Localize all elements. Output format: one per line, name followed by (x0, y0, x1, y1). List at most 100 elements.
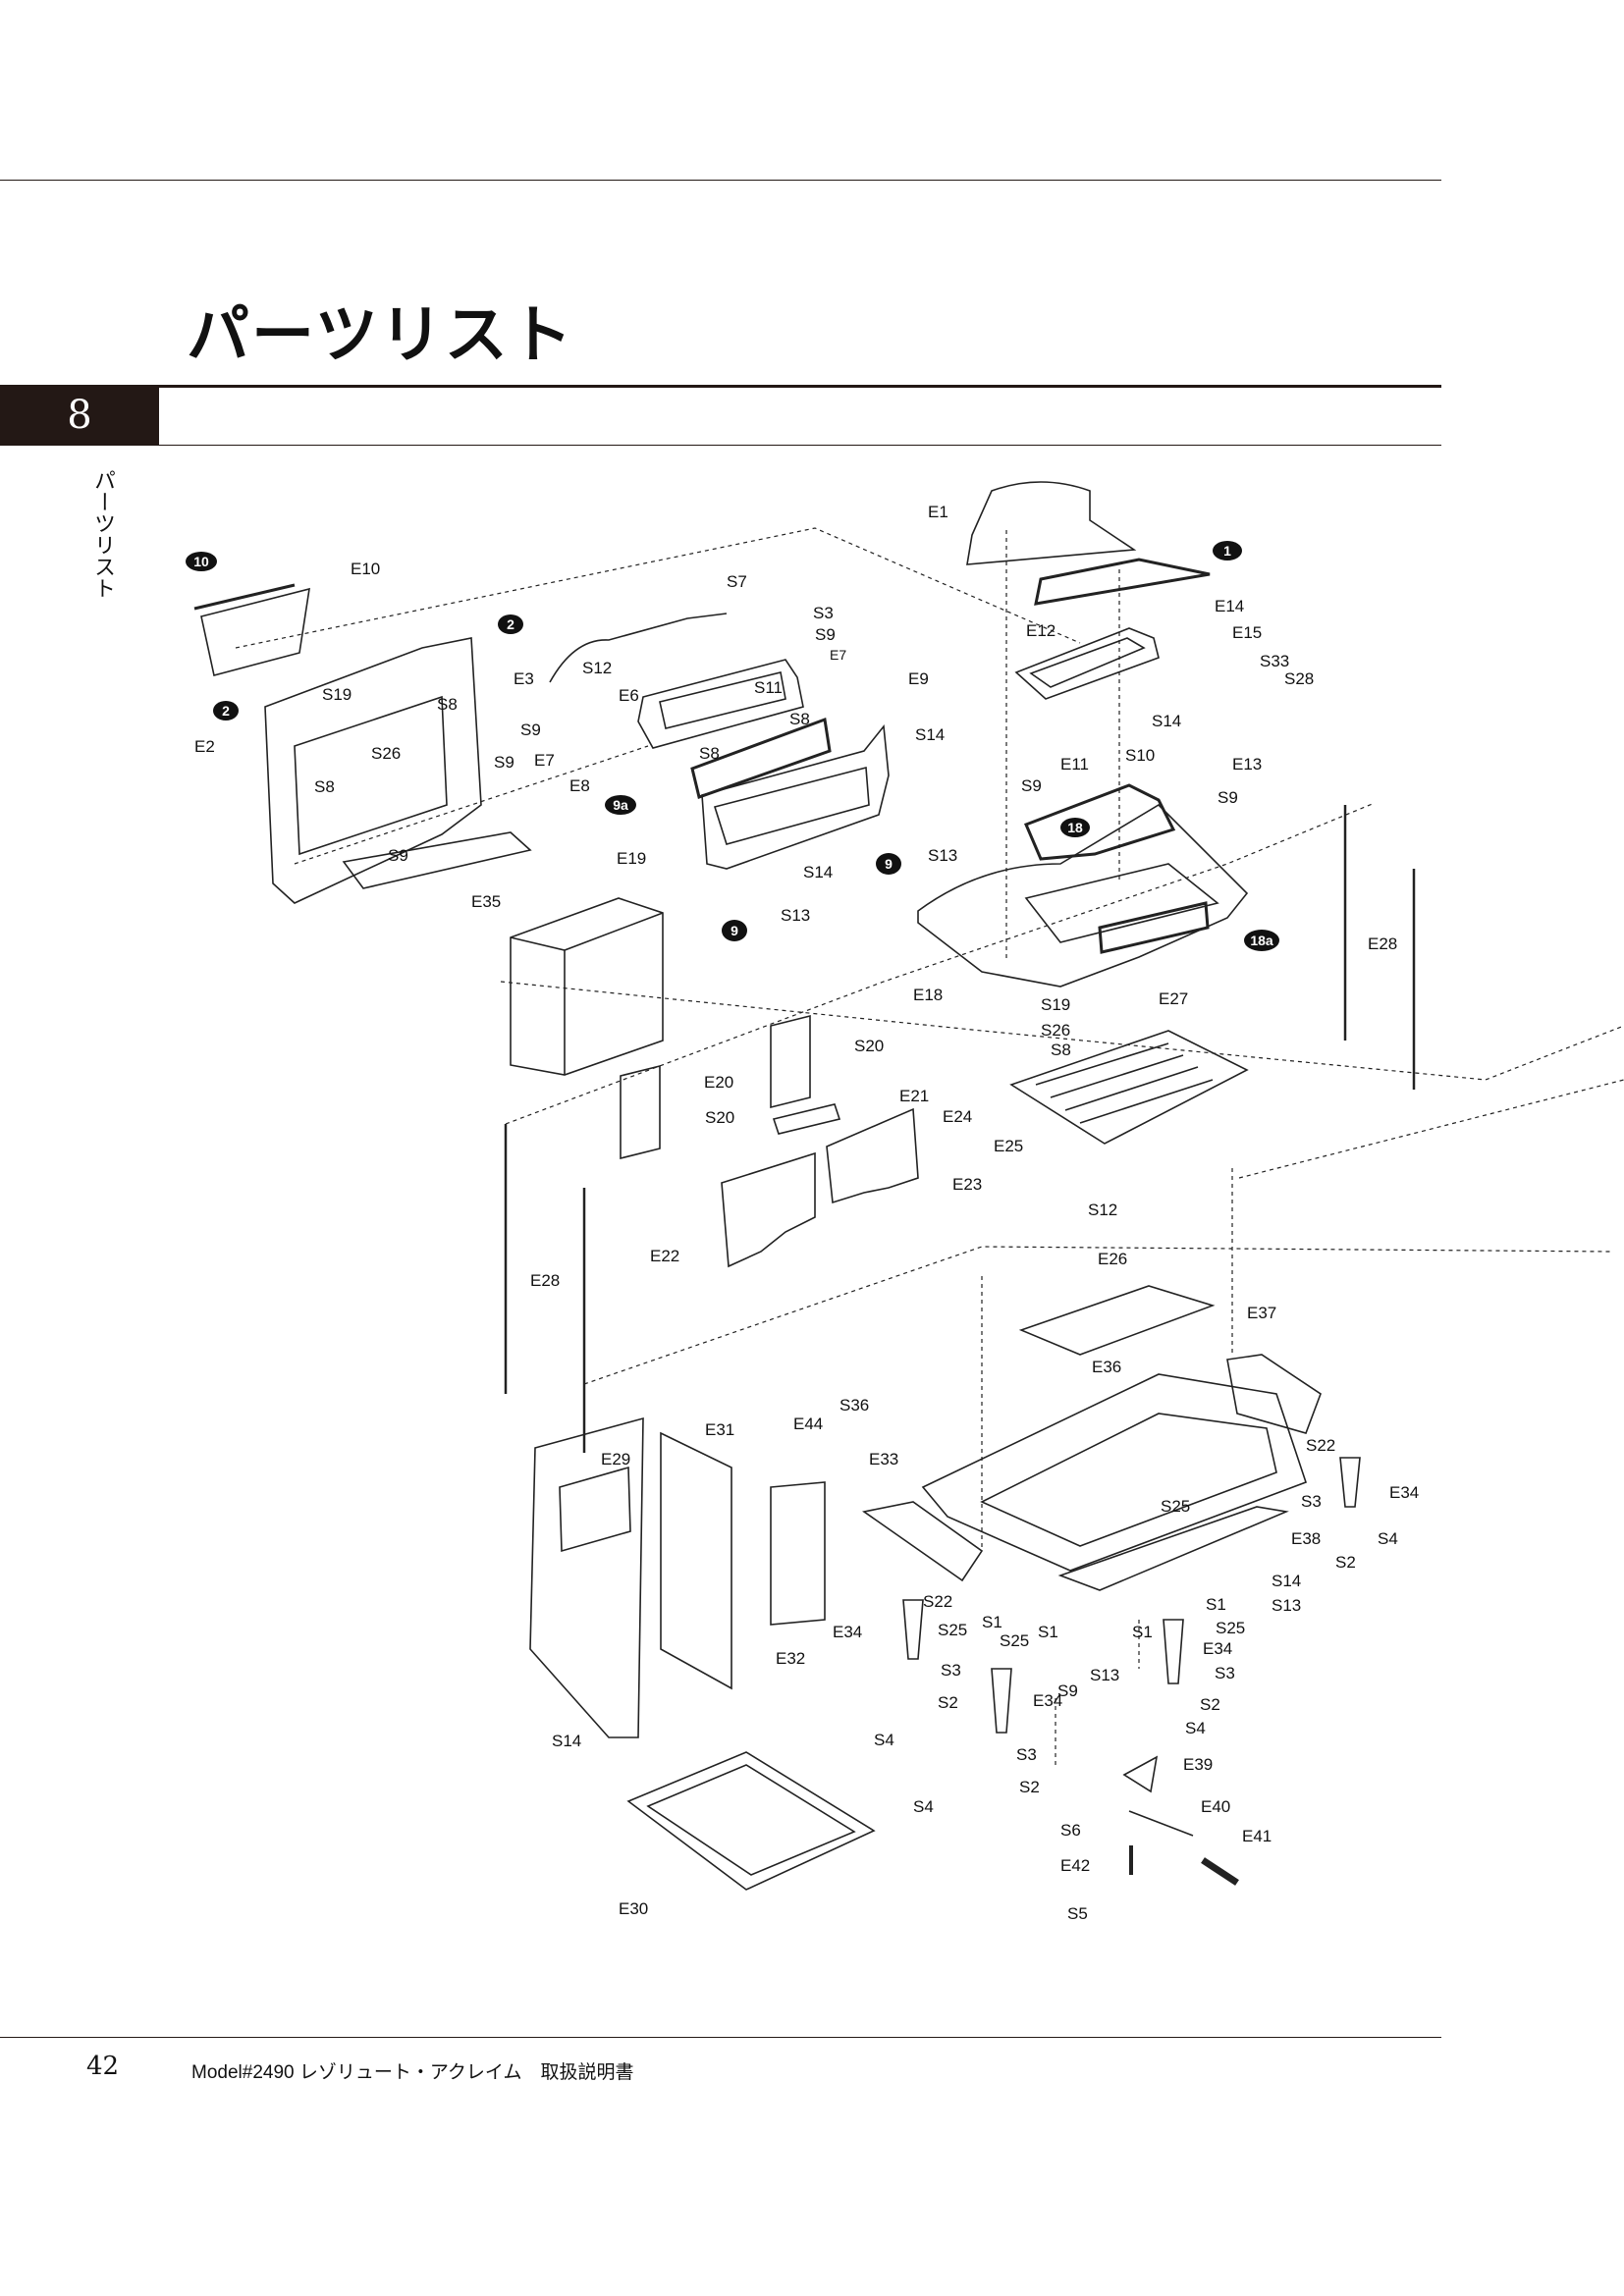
part-e32 (770, 1481, 826, 1626)
title-rule (159, 385, 1441, 388)
label-e23: E23 (952, 1175, 982, 1194)
part-e12 (1014, 627, 1160, 700)
label-s26: S26 (371, 744, 401, 763)
label-e41: E41 (1242, 1827, 1272, 1845)
label-e42: E42 (1060, 1856, 1090, 1875)
label-e39: E39 (1183, 1755, 1213, 1774)
label-e38: E38 (1291, 1529, 1321, 1548)
label-s22: S22 (923, 1592, 952, 1611)
label-s28: S28 (1284, 669, 1314, 688)
assembly-dashed-lines (235, 527, 1624, 1767)
label-s3: S3 (941, 1661, 961, 1680)
label-s14: S14 (803, 863, 833, 881)
label-s2: S2 (1019, 1778, 1040, 1796)
footer-text: Model#2490 レゾリュート・アクレイム 取扱説明書 (191, 2062, 634, 2083)
label-e32: E32 (776, 1649, 805, 1668)
label-e29: E29 (601, 1450, 630, 1468)
label-e27: E27 (1159, 989, 1188, 1008)
label-e13: E13 (1232, 755, 1262, 774)
label-s36: S36 (839, 1396, 869, 1415)
label-e3: E3 (514, 669, 534, 688)
label-s25: S25 (1216, 1619, 1245, 1637)
label-e19: E19 (617, 849, 646, 868)
label-s20: S20 (705, 1108, 734, 1127)
label-e44: E44 (793, 1415, 823, 1433)
label-s4: S4 (1378, 1529, 1398, 1548)
label-e8: E8 (569, 776, 590, 795)
label-s1: S1 (1206, 1595, 1226, 1614)
part-e40 (1128, 1810, 1194, 1837)
part-e1 (966, 481, 1137, 565)
part-e37 (1226, 1354, 1322, 1434)
part-e21 (772, 1103, 841, 1135)
label-s19: S19 (1041, 995, 1070, 1014)
label-e18: E18 (913, 986, 943, 1004)
label-s4: S4 (874, 1731, 894, 1749)
label-e30: E30 (619, 1899, 648, 1918)
label-s9: S9 (1021, 776, 1042, 795)
part-e23 (826, 1107, 919, 1204)
label-s2: S2 (938, 1693, 958, 1712)
label-e33: E33 (869, 1450, 898, 1468)
part-e8 (637, 659, 804, 749)
label-e14: E14 (1215, 597, 1244, 615)
label-s26: S26 (1041, 1021, 1070, 1040)
label-s3: S3 (1301, 1492, 1322, 1511)
side-tab-label: パーツリスト (90, 469, 115, 599)
page-number: 42 (86, 2052, 120, 2081)
label-e2: E2 (194, 737, 215, 756)
label-s8: S8 (789, 710, 810, 728)
part-e35 (342, 831, 532, 889)
label-s4: S4 (913, 1797, 934, 1816)
callout-badges: 10 2 2 9a 9 9 1 18 18a (186, 541, 1279, 951)
label-s6: S6 (1060, 1821, 1081, 1840)
part-e9 (701, 723, 890, 870)
label-e28: E28 (1368, 934, 1397, 953)
label-s14: S14 (1152, 712, 1181, 730)
part-e34b (991, 1668, 1012, 1734)
page-title: パーツリスト (187, 298, 574, 372)
label-e24: E24 (943, 1107, 972, 1126)
label-s9: S9 (1057, 1682, 1078, 1700)
label-e35: E35 (471, 892, 501, 911)
label-s14: S14 (1272, 1572, 1301, 1590)
section-rule (159, 445, 1441, 446)
badge-18: 18 (1067, 820, 1083, 835)
part-e10 (200, 587, 310, 676)
label-e20: E20 (704, 1073, 733, 1092)
label-s8: S8 (699, 744, 720, 763)
label-s12: S12 (582, 659, 612, 677)
label-s1: S1 (1038, 1623, 1058, 1641)
label-e28: E28 (530, 1271, 560, 1290)
label-e31: E31 (705, 1420, 734, 1439)
part-e36 (921, 1373, 1308, 1572)
label-s9: S9 (388, 846, 408, 865)
label-e11: E11 (1060, 755, 1089, 774)
label-e10: E10 (351, 560, 380, 578)
label-s9: S9 (520, 721, 541, 739)
label-e1: E1 (928, 503, 948, 521)
part-e30 (626, 1751, 876, 1891)
label-s22: S22 (1306, 1436, 1335, 1455)
section-number-box: 8 (0, 385, 159, 446)
part-e41 (1201, 1857, 1239, 1886)
label-s3: S3 (813, 604, 834, 622)
part-e18 (917, 803, 1249, 988)
part-e29 (529, 1416, 644, 1738)
gasket-18 (1024, 783, 1176, 861)
label-s3: S3 (1016, 1745, 1037, 1764)
part-e39 (1122, 1755, 1159, 1793)
part-e34c (1163, 1619, 1184, 1684)
label-s14: S14 (915, 725, 945, 744)
label-s13: S13 (1090, 1666, 1119, 1684)
label-s13: S13 (928, 846, 957, 865)
part-e31 (660, 1431, 732, 1690)
part-e20a (620, 1064, 661, 1160)
label-s8: S8 (437, 695, 458, 714)
label-s8: S8 (1051, 1041, 1071, 1059)
label-s1: S1 (982, 1613, 1002, 1631)
badge-10: 10 (193, 554, 209, 569)
top-rule (0, 180, 1441, 181)
label-e6: E6 (619, 686, 639, 705)
